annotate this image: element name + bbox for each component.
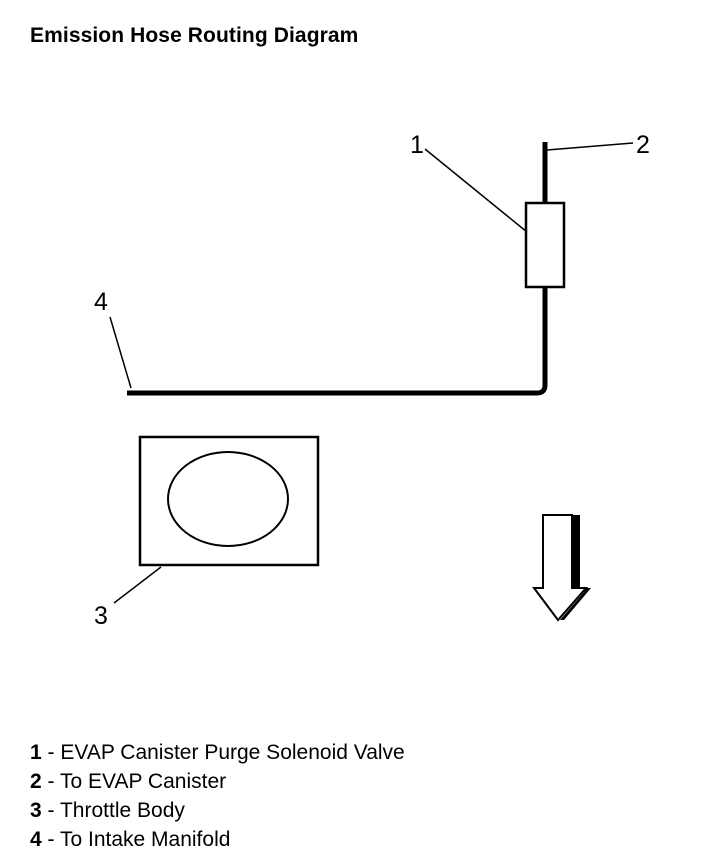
leader-line-3: [113, 566, 162, 604]
leader-line-4: [109, 316, 132, 389]
legend-number: 3: [30, 799, 42, 822]
legend-description: To Intake Manifold: [59, 828, 231, 851]
legend-description: EVAP Canister Purge Solenoid Valve: [60, 741, 405, 764]
legend-item-3: 3 - Throttle Body: [30, 796, 405, 825]
leader-line-2: [546, 142, 634, 151]
purge-solenoid-valve: [524, 201, 566, 289]
legend-item-1: 1 - EVAP Canister Purge Solenoid Valve: [30, 738, 405, 767]
throttle-bore: [167, 451, 289, 547]
page-title: Emission Hose Routing Diagram: [30, 24, 359, 47]
legend-separator: -: [41, 770, 60, 793]
callout-1: 1: [410, 131, 424, 159]
arrow-down-icon: [532, 514, 591, 622]
legend-separator: -: [41, 741, 61, 764]
legend-description: Throttle Body: [59, 799, 185, 822]
callout-legend: 1 - EVAP Canister Purge Solenoid Valve 2…: [30, 738, 405, 854]
legend-description: To EVAP Canister: [59, 770, 227, 793]
callout-3: 3: [94, 602, 108, 630]
legend-number: 2: [30, 770, 42, 793]
legend-number: 1: [30, 741, 42, 764]
legend-number: 4: [30, 828, 42, 851]
callout-4: 4: [94, 288, 108, 316]
legend-separator: -: [41, 799, 60, 822]
legend-item-4: 4 - To Intake Manifold: [30, 825, 405, 854]
hose-to-intake: [127, 287, 548, 396]
callout-2: 2: [636, 131, 650, 159]
legend-item-2: 2 - To EVAP Canister: [30, 767, 405, 796]
leader-line-1: [424, 148, 528, 233]
legend-separator: -: [41, 828, 60, 851]
